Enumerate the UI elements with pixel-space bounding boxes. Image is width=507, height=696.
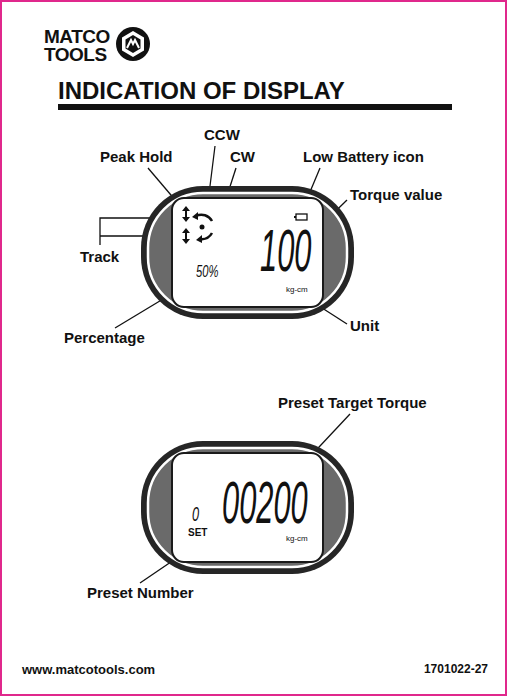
housing-ring xyxy=(148,448,347,567)
cw-arrowhead xyxy=(196,235,202,243)
preset-number-value: 0 xyxy=(192,504,199,525)
callout-label: Percentage xyxy=(64,329,145,346)
callout-label: Unit xyxy=(350,317,379,334)
emblem-mark xyxy=(127,40,139,48)
housing-outer xyxy=(141,441,354,574)
callout-label: Track xyxy=(80,248,119,265)
lcd-screen xyxy=(172,453,323,562)
callout-label: Preset Target Torque xyxy=(278,394,427,411)
battery-nub xyxy=(294,216,296,218)
emblem-hex xyxy=(122,31,144,57)
ccw-arrowhead xyxy=(192,212,198,220)
logo-text: TOOLS xyxy=(44,44,107,66)
lcd-display: 00200 0SET kg-cm xyxy=(140,440,355,575)
ccw-icon xyxy=(196,215,212,221)
lcd-display: 100 50% kg-cm xyxy=(140,185,355,320)
percentage-value: 50% xyxy=(196,263,218,280)
callout-label: Torque value xyxy=(350,186,442,203)
preset-target-torque-value: 00200 xyxy=(222,473,308,532)
housing-ring xyxy=(148,193,347,312)
callout-label: Low Battery icon xyxy=(303,148,424,165)
housing-outer xyxy=(141,186,354,319)
footer-url: www.matcotools.com xyxy=(22,663,155,678)
track-icon xyxy=(182,228,190,244)
torque-value: 100 xyxy=(260,221,311,280)
callout-label: CW xyxy=(230,148,255,165)
callout-label: Preset Number xyxy=(87,584,194,601)
callout-label: Peak Hold xyxy=(100,148,173,165)
direction-dot xyxy=(200,225,205,230)
callout-label: CCW xyxy=(204,126,240,143)
title-bar xyxy=(58,104,452,110)
peak-hold-icon xyxy=(182,206,190,222)
footer-code: 1701022-27 xyxy=(424,663,488,677)
unit-text: kg-cm xyxy=(286,535,308,543)
lcd-screen xyxy=(172,198,323,307)
set-text: SET xyxy=(188,528,207,538)
unit-text: kg-cm xyxy=(286,286,308,294)
low-battery-icon xyxy=(296,214,307,220)
emblem-hex-inner xyxy=(126,35,141,53)
track-icon xyxy=(185,232,187,240)
logo-emblem xyxy=(116,27,150,61)
leader-lines xyxy=(100,146,350,583)
emblem-disc xyxy=(116,27,150,61)
page-title: INDICATION OF DISPLAY xyxy=(58,77,345,105)
display-housing xyxy=(140,185,355,320)
peak-hold-icon xyxy=(185,210,187,218)
